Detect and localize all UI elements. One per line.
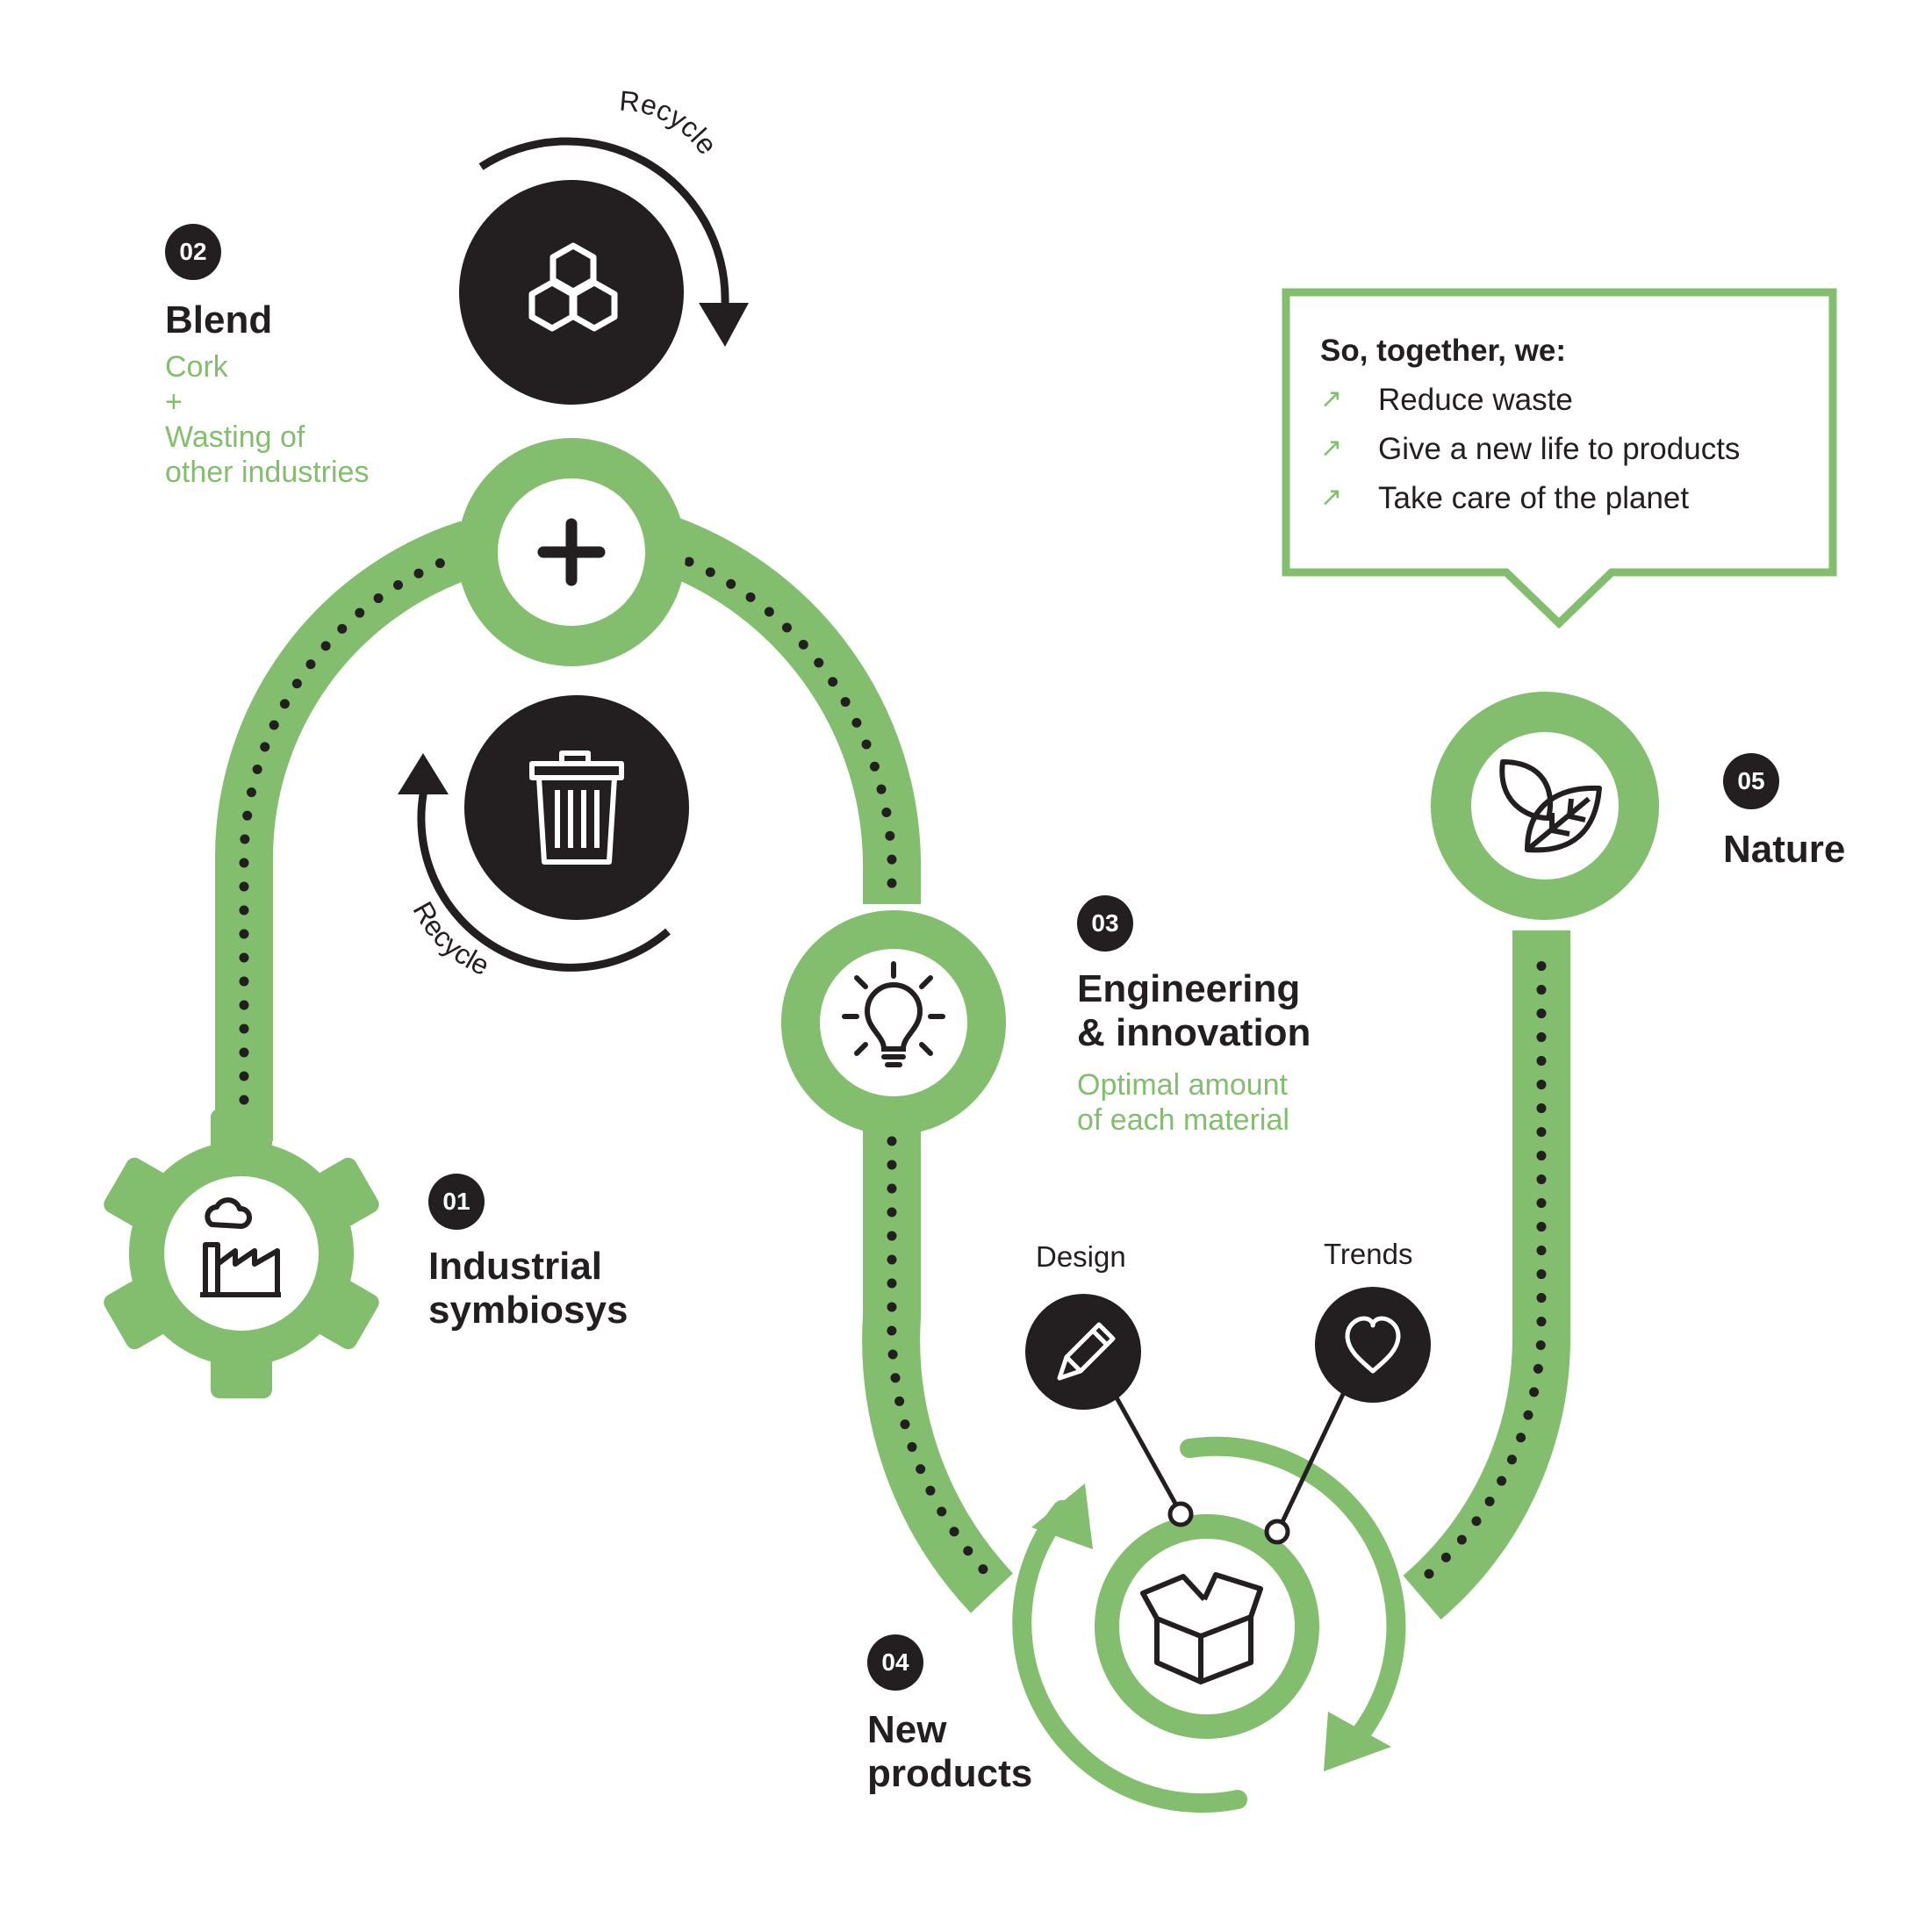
trash-bin-icon [529, 751, 624, 865]
plus-icon [537, 518, 606, 586]
recycle-arrow-up-icon [398, 753, 449, 794]
callout-item-1: Reduce waste [1378, 383, 1573, 417]
pipeline-dots [239, 555, 1547, 1579]
step-02-sub-line-2: + [165, 385, 183, 419]
recycle-loop-top [478, 137, 749, 347]
pipe-segment-03-04 [862, 1115, 1014, 1613]
recycle-loop-bottom [398, 753, 671, 972]
pencil-icon [1057, 1322, 1116, 1381]
step-04-title-line-2: products [867, 1752, 1033, 1795]
step-03-title-line-2: & innovation [1077, 1011, 1311, 1054]
step-03-engineering-node [781, 910, 1006, 1135]
step-02-blend-node [457, 180, 689, 920]
recycle-arrow-down-icon [699, 303, 749, 347]
step-02-number-badge: 02 [165, 224, 221, 280]
step-01-number-badge: 01 [428, 1174, 485, 1230]
step-01-title-line-2: symbiosys [428, 1289, 628, 1332]
callout-title: So, together, we: [1320, 334, 1567, 368]
heart-icon [1345, 1316, 1401, 1374]
lightbulb-icon [842, 961, 945, 1067]
step-05-title: Nature [1723, 828, 1846, 871]
step-02-sub-line-3: Wasting of [165, 420, 305, 454]
trends-node [1315, 1287, 1431, 1403]
step-05-nature-node [1431, 692, 1659, 920]
step-03-title-line-1: Engineering [1077, 967, 1301, 1010]
step-01-title-line-1: Industrial [428, 1245, 603, 1288]
step-04-number-badge: 04 [867, 1634, 923, 1691]
trends-label: Trends [1324, 1238, 1413, 1270]
step-01-gear-node [104, 1109, 379, 1398]
callout-item-2: Give a new life to products [1378, 432, 1741, 466]
pipe-segment-04-05 [1403, 930, 1571, 1620]
step-02-sub-line-1: Cork [165, 350, 228, 384]
callout-box [1282, 288, 1837, 629]
pipe-segment-01-02 [214, 521, 479, 1141]
step-02-sub-line-4: other industries [165, 456, 370, 489]
leaves-icon [1499, 759, 1602, 853]
callout-item-3: Take care of the planet [1378, 481, 1690, 515]
honeycomb-icon [528, 242, 618, 332]
step-03-sub-line-1: Optimal amount [1077, 1068, 1288, 1102]
factory-icon [200, 1197, 281, 1297]
step-03-sub-line-2: of each material [1077, 1103, 1289, 1137]
arrow-up-right-icon: ↗ [1320, 384, 1343, 413]
arrow-up-right-icon: ↗ [1320, 434, 1343, 463]
design-label: Design [1036, 1240, 1126, 1273]
box-icon [1140, 1572, 1263, 1684]
step-02-title: Blend [165, 298, 273, 341]
step-04-title-line-1: New [867, 1708, 947, 1751]
recycle-label-top: Recycle [618, 85, 723, 161]
step-03-number-badge: 03 [1077, 895, 1133, 952]
design-node [1025, 1294, 1141, 1410]
step-05-number-badge: 05 [1723, 753, 1779, 809]
step-04-products-node [1012, 1436, 1406, 1813]
product-input-connectors [1110, 1387, 1348, 1545]
arrow-up-right-icon: ↗ [1320, 483, 1343, 512]
